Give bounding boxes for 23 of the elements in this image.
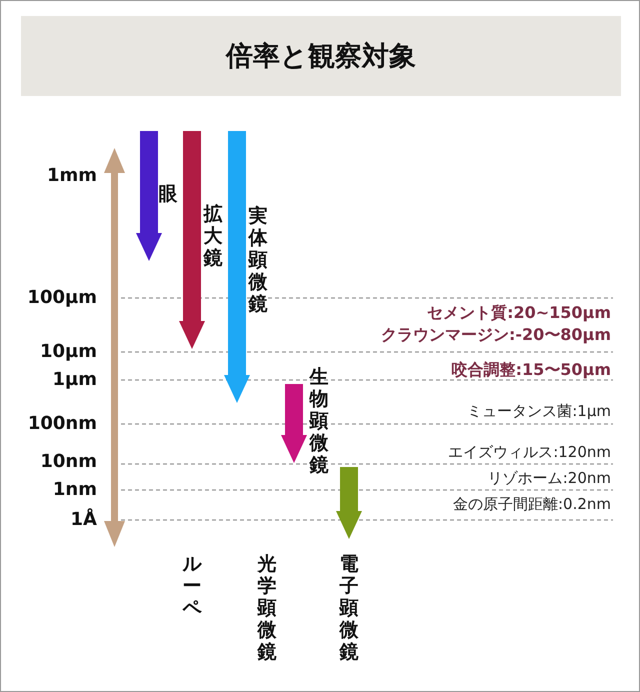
arrow-label: 眼 xyxy=(158,183,178,205)
size-note: セメント質:20~150μm xyxy=(427,302,611,324)
arrow-label: 実体顕微鏡 xyxy=(248,205,268,315)
scale-label: 10μm xyxy=(40,341,97,363)
scale-label: 1Å xyxy=(70,509,97,531)
arrow-label: 生物顕微鏡 xyxy=(309,366,329,476)
size-note: クラウンマージン:-20〜80μm xyxy=(380,324,611,346)
category-label: 電子顕微鏡 xyxy=(339,553,359,663)
size-note: 金の原子間距離:0.2nm xyxy=(452,494,611,515)
scale-label: 1μm xyxy=(52,369,97,391)
scale-label: 1mm xyxy=(46,165,97,187)
scale-label: 1nm xyxy=(52,479,97,501)
scale-label: 100μm xyxy=(27,287,97,309)
arrow-label: 拡大鏡 xyxy=(203,203,223,269)
size-note: 咬合調整:15〜50μm xyxy=(452,359,611,381)
category-label: ルーペ xyxy=(182,553,202,619)
scale-label: 100nm xyxy=(28,413,97,435)
title-banner: 倍率と観察対象 xyxy=(21,16,621,96)
category-label: 光学顕微鏡 xyxy=(257,553,277,663)
size-note: エイズウィルス:120nm xyxy=(448,442,611,463)
scale-label: 10nm xyxy=(40,451,97,473)
size-note: ミュータンス菌:1μm xyxy=(467,401,611,422)
size-note: リゾホーム:20nm xyxy=(488,468,611,489)
